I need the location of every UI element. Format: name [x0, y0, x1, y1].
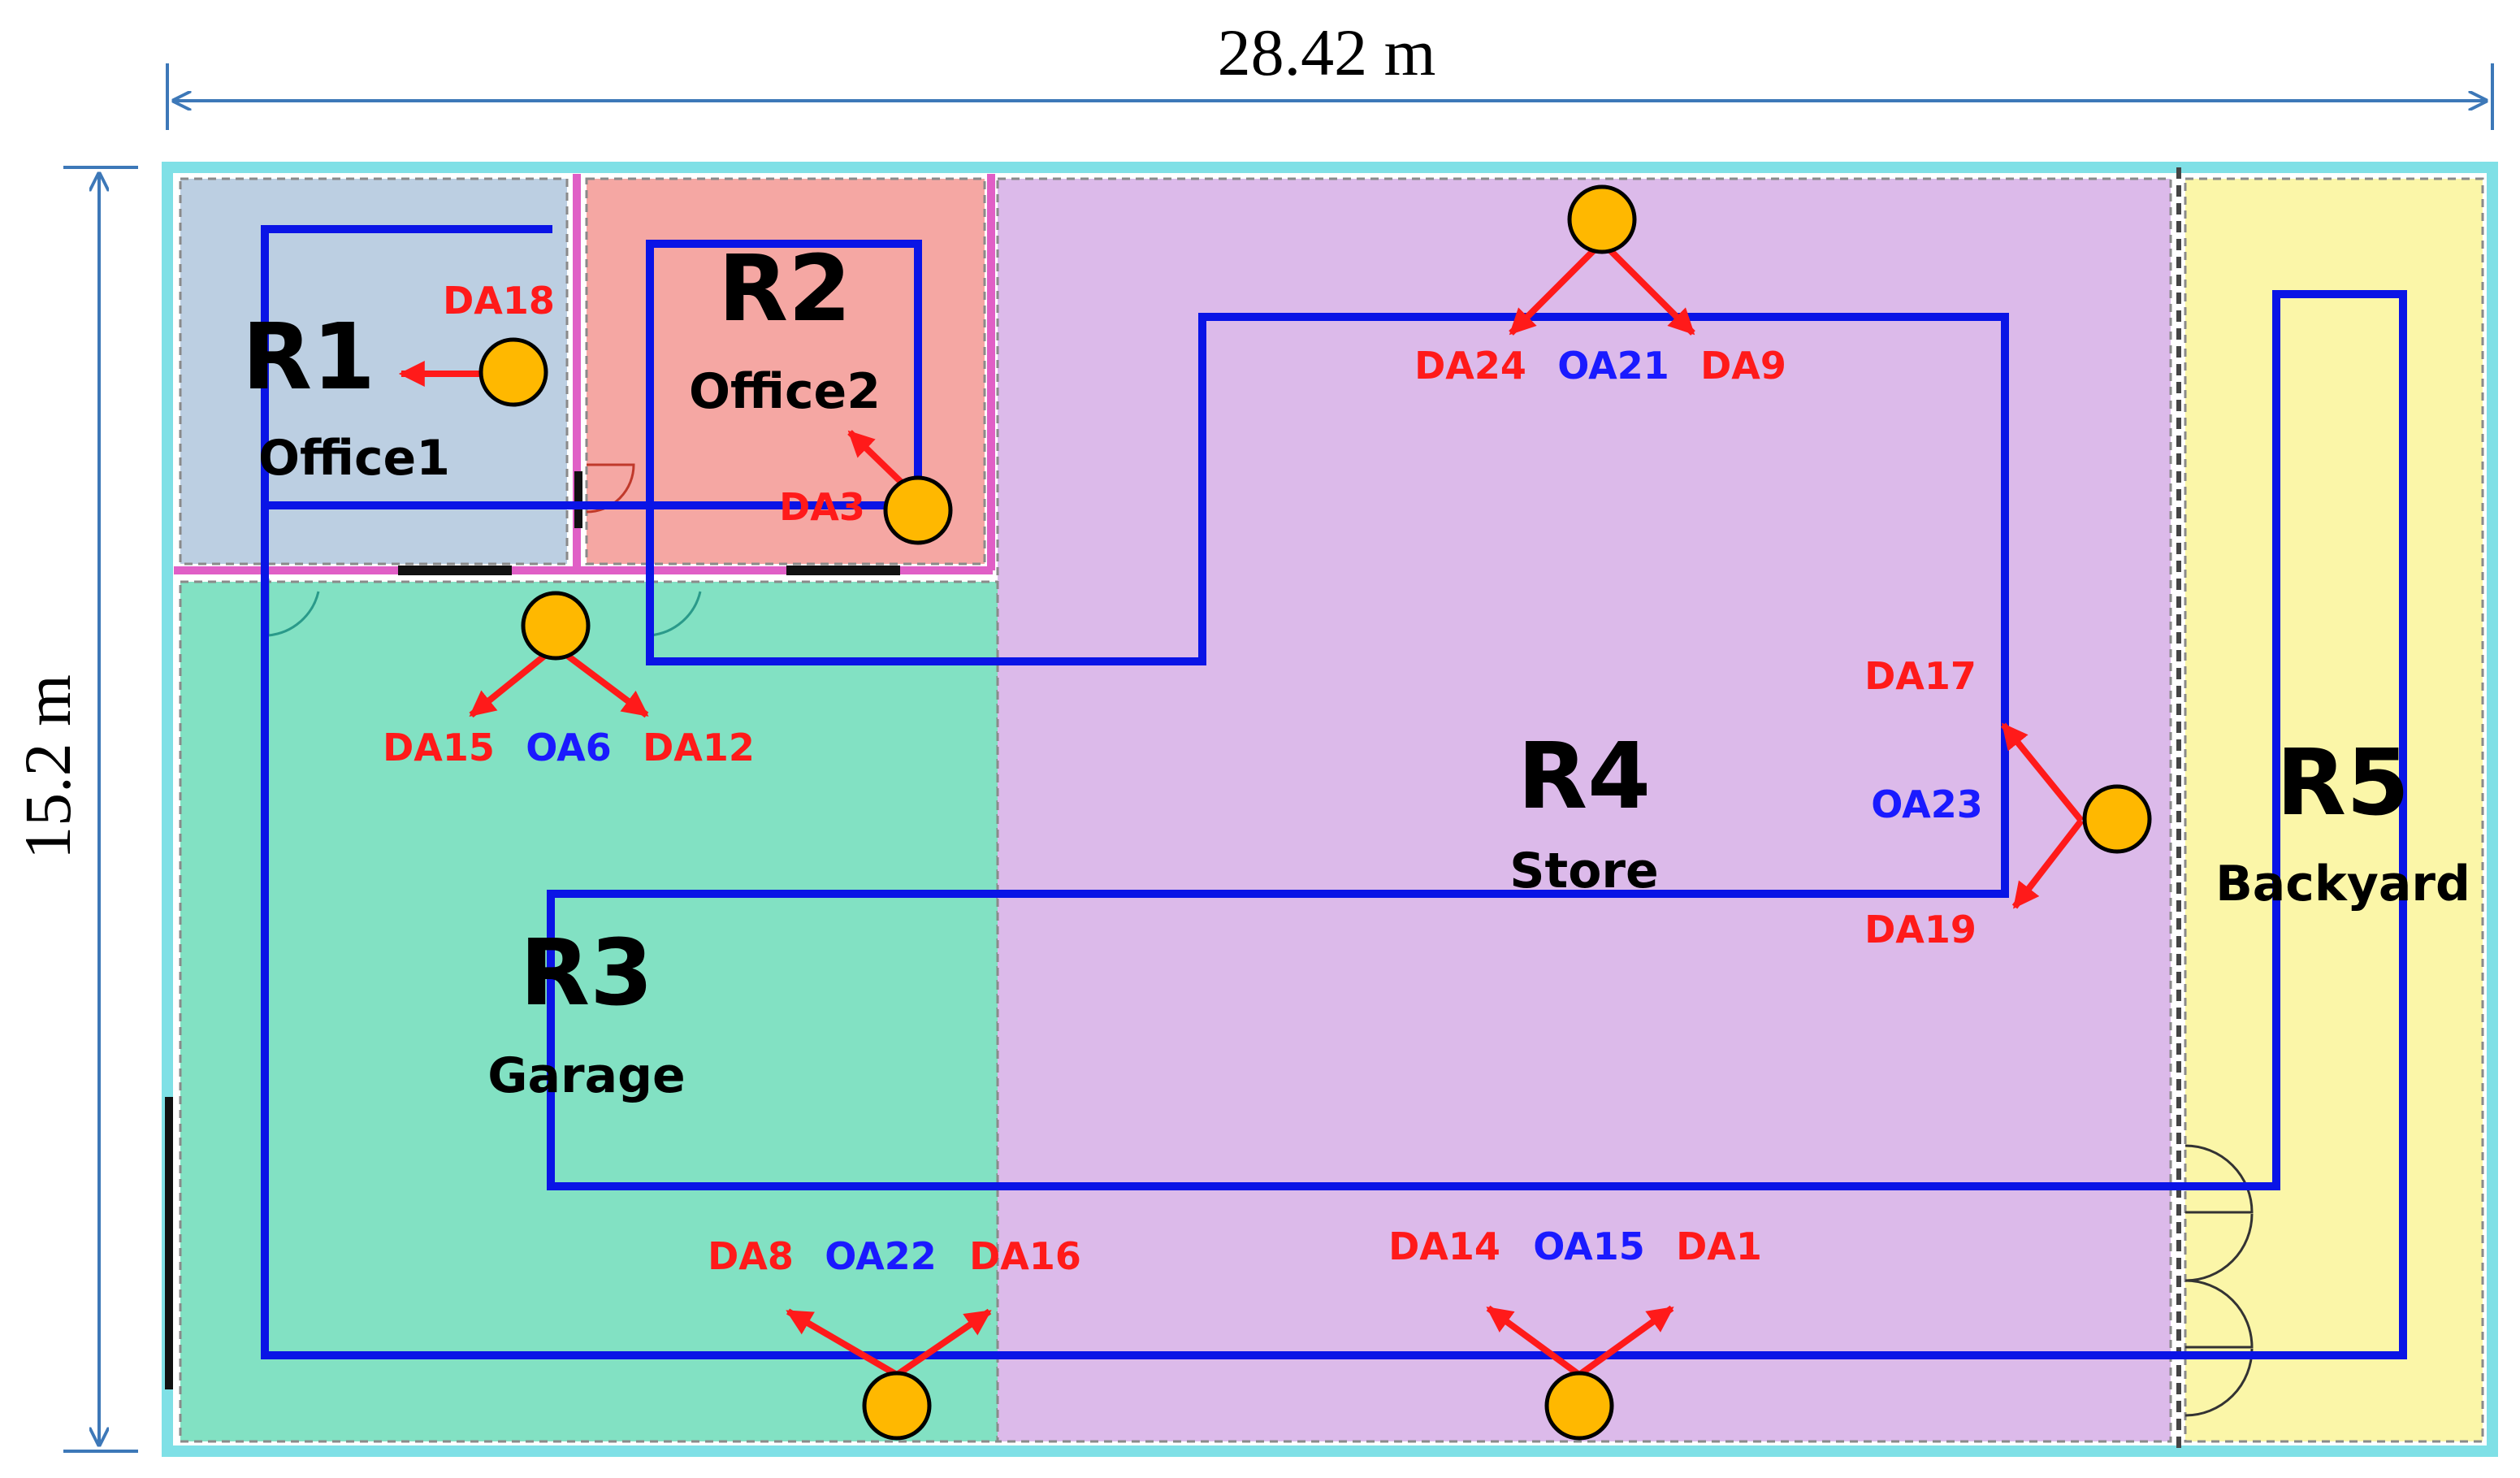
arrow-da15 [469, 644, 558, 718]
arrow-da19 [2011, 818, 2085, 909]
label-da8: DA8 [708, 1234, 794, 1278]
room-code-r2: R2 [718, 236, 851, 342]
label-oa23: OA23 [1871, 782, 1982, 826]
room-name-backyard: Backyard [2215, 856, 2470, 912]
room-store-area [996, 177, 2172, 1443]
arrow-da8 [786, 1308, 899, 1378]
access-point-office1 [478, 337, 548, 407]
room-name-office2: Office2 [689, 363, 881, 420]
room-code-r3: R3 [520, 921, 653, 1026]
arrow-da3 [847, 430, 906, 487]
arrow-da14 [1486, 1305, 1582, 1378]
label-da14: DA14 [1388, 1224, 1500, 1268]
door-swing-backyard-2 [2184, 1213, 2254, 1282]
label-da1: DA1 [1676, 1224, 1762, 1268]
room-name-store: Store [1509, 843, 1658, 899]
door-swing-office1 [266, 579, 320, 637]
room-code-r1: R1 [242, 305, 375, 410]
label-da9: DA9 [1700, 344, 1786, 388]
label-da17: DA17 [1864, 654, 1977, 698]
label-da3: DA3 [779, 485, 865, 529]
room-garage-area [179, 580, 999, 1443]
access-point-office2 [883, 475, 953, 545]
arrow-da24 [1509, 240, 1604, 336]
label-da19: DA19 [1864, 908, 1977, 951]
label-da15: DA15 [383, 726, 495, 769]
measurement-route [261, 225, 2407, 1359]
door-swings [266, 463, 2254, 1417]
label-da16: DA16 [969, 1234, 1081, 1278]
width-dimension: 28.42 m [166, 15, 2494, 130]
label-da12: DA12 [643, 726, 755, 769]
access-point-store-bottom [1544, 1371, 1614, 1441]
door-swing-backyard-4 [2184, 1348, 2254, 1417]
access-points [478, 184, 2152, 1441]
label-oa15: OA15 [1533, 1224, 1644, 1268]
height-dimension-label: 15.2 m [11, 674, 84, 860]
label-oa22: OA22 [825, 1234, 936, 1278]
interior-walls [165, 167, 2181, 1451]
width-dimension-label: 28.42 m [1218, 15, 1436, 89]
arrow-da17 [2000, 722, 2085, 823]
height-dimension: 15.2 m [11, 166, 138, 1453]
label-da24: DA24 [1414, 344, 1526, 388]
door-swing-backyard-1 [2184, 1144, 2254, 1214]
room-code-r5: R5 [2276, 730, 2410, 836]
label-oa6: OA6 [526, 726, 611, 769]
arrow-da16 [894, 1308, 992, 1378]
room-backyard-area [2184, 177, 2484, 1443]
door-swing-office-link [586, 463, 635, 514]
arrow-da9 [1600, 240, 1695, 336]
arrow-da12 [553, 644, 649, 718]
access-point-store-top [1567, 184, 1637, 254]
access-point-labels: DA18 DA3 DA24 OA21 DA9 DA15 OA6 DA12 DA1… [383, 279, 1983, 1278]
room-name-garage: Garage [487, 1047, 685, 1104]
room-name-office1: Office1 [258, 430, 450, 487]
label-oa21: OA21 [1557, 344, 1669, 388]
door-swing-backyard-3 [2184, 1279, 2254, 1349]
label-da18: DA18 [443, 279, 555, 323]
access-point-store-right [2082, 784, 2152, 854]
arrow-da1 [1577, 1305, 1674, 1378]
antenna-direction-arrows [398, 240, 2085, 1378]
access-point-garage-top [521, 591, 591, 661]
room-code-r4: R4 [1518, 724, 1651, 830]
access-point-garage-bottom [862, 1371, 932, 1441]
